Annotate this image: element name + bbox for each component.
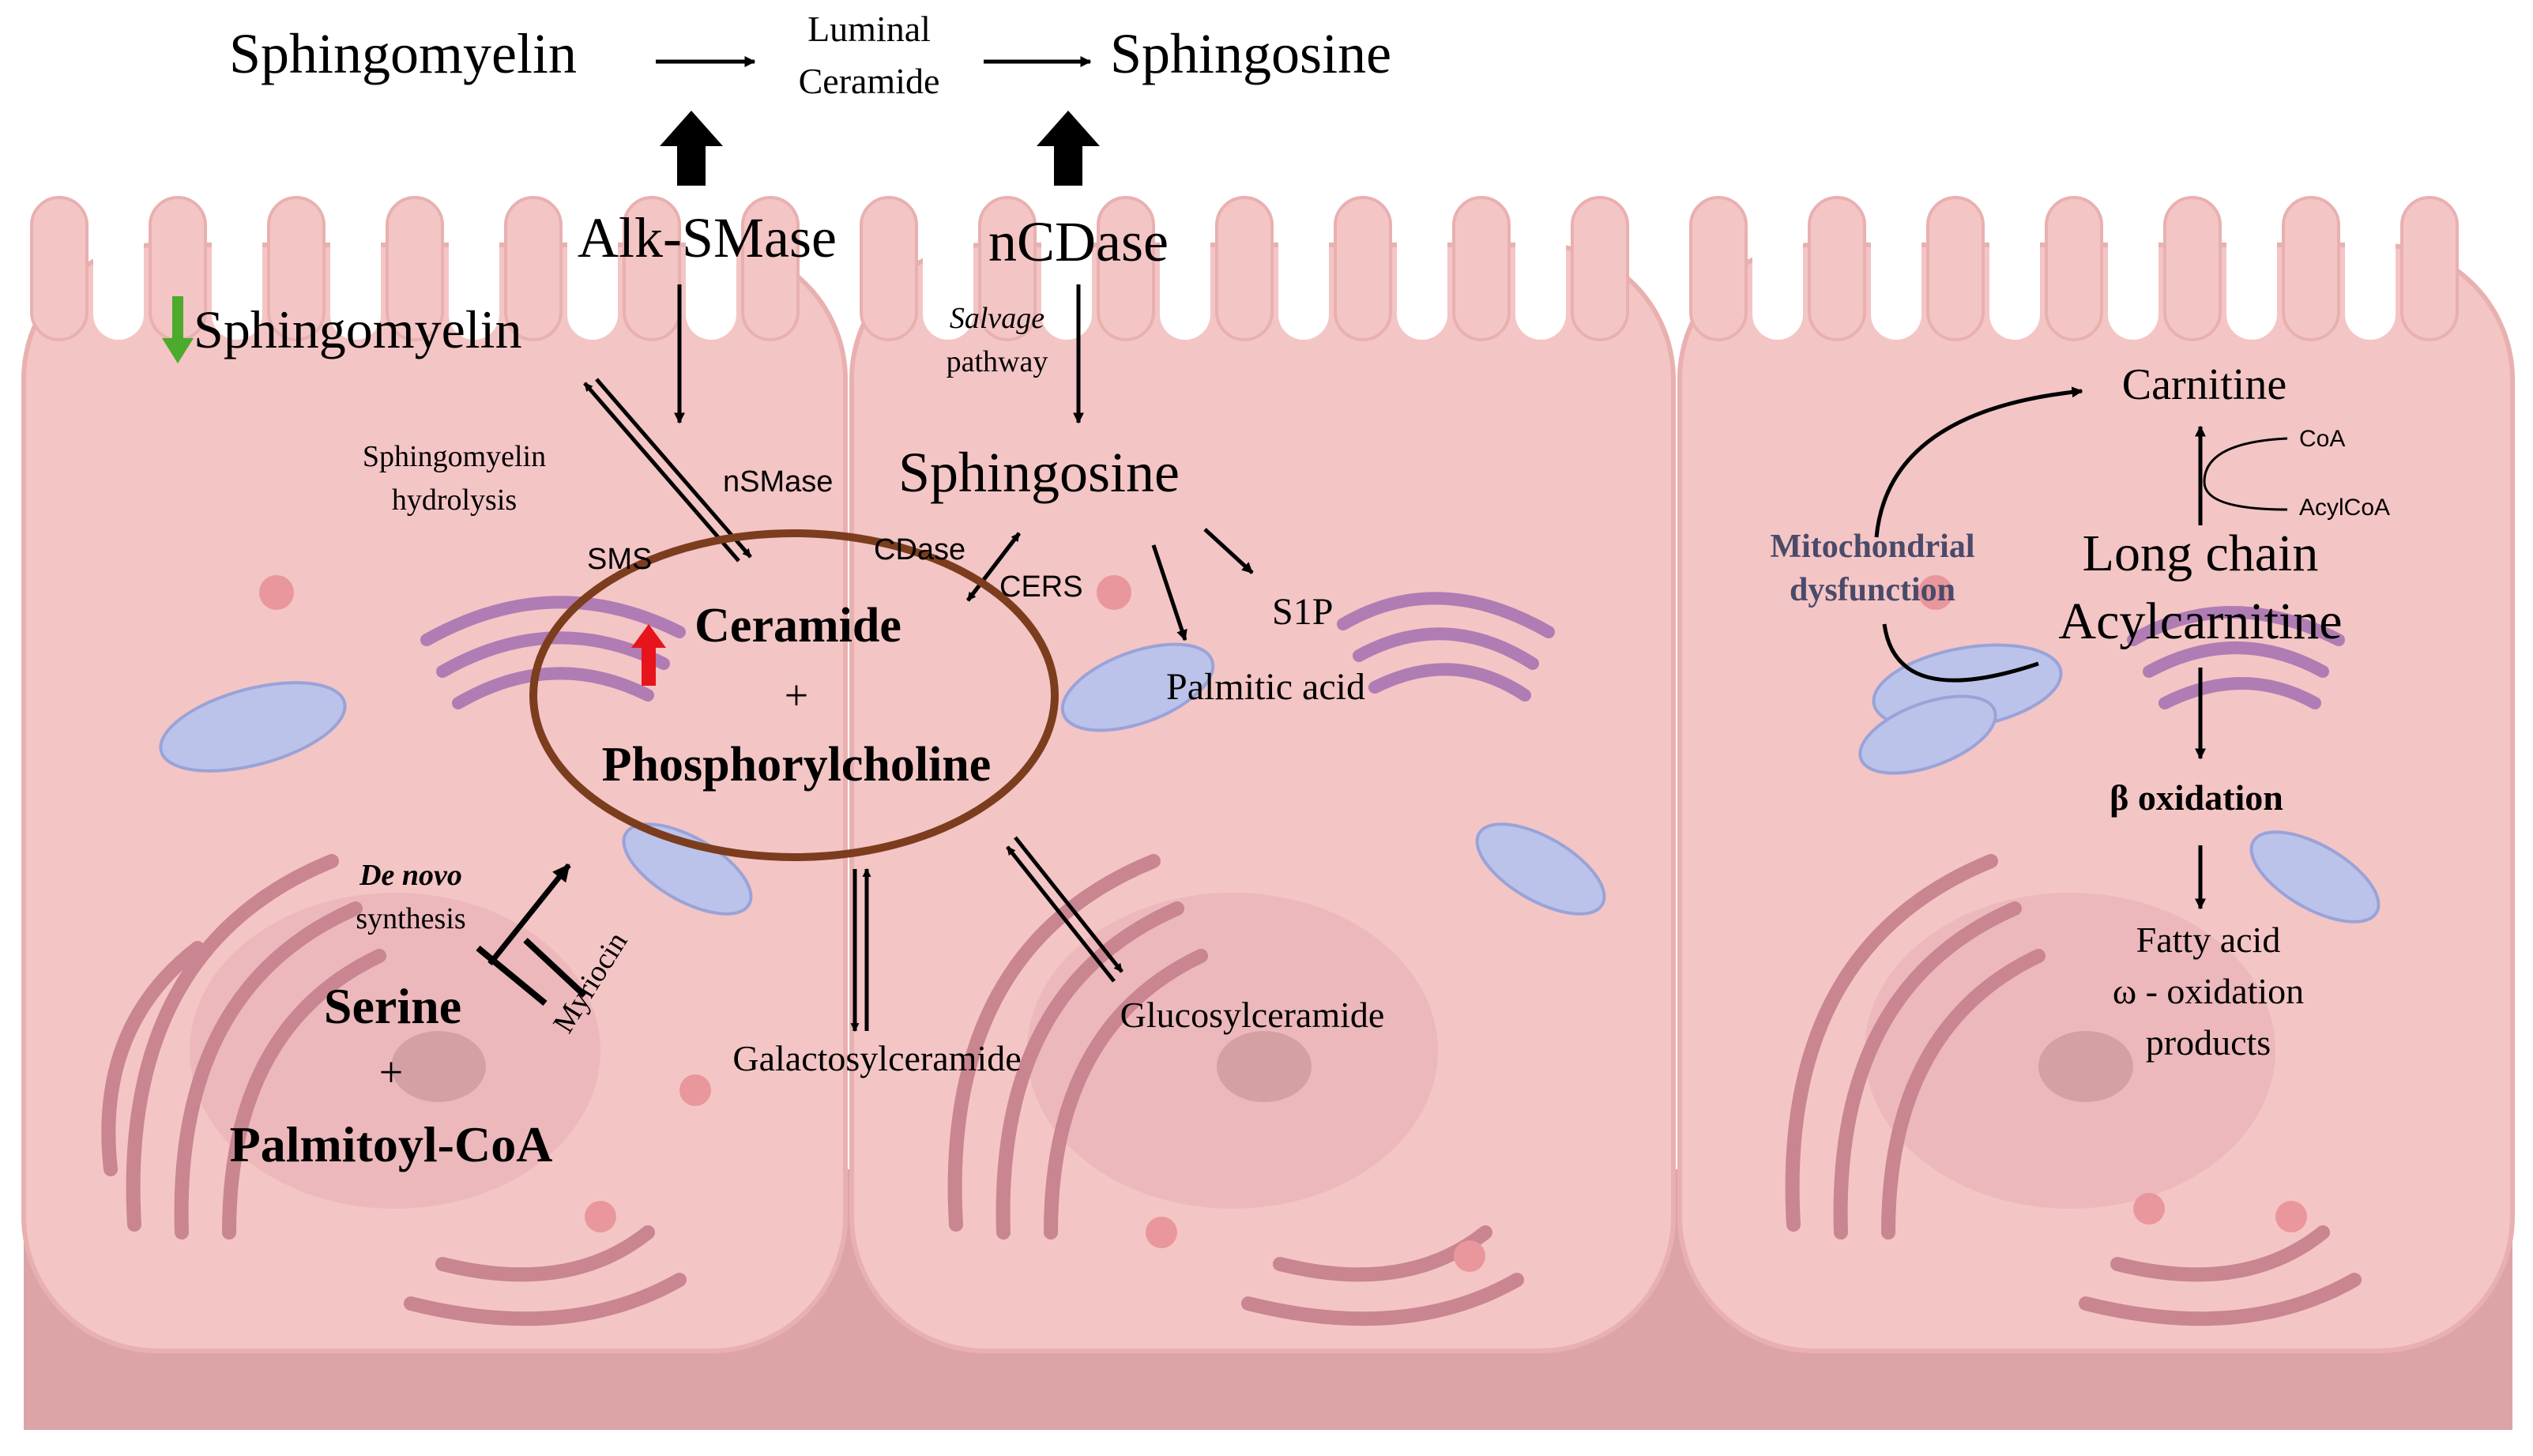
s1p-label: S1P [1272,591,1333,633]
top-sphingomyelin-label: Sphingomyelin [229,22,577,85]
salvage-pathway-label-line1: Salvage [950,302,1044,335]
fatty-acid-label-line2: ω - oxidation [2113,971,2304,1011]
ncdase-up-arrow [1037,111,1100,186]
de-novo-label-line2: synthesis [356,902,465,935]
block-arrows [660,111,1100,186]
organelles [101,575,2381,1326]
microvilli-gaps [93,190,2396,340]
sphingomyelin-hydrolysis-label-line1: Sphingomyelin [363,440,546,473]
glucosylceramide-label: Glucosylceramide [1120,995,1385,1035]
myriocin-inhibition-bar [476,938,587,1006]
golgi-middle [1337,592,1555,702]
mitochondrial-dysfunction-label-line1: Mitochondrial [1771,529,1975,565]
nsmase-label: nSMase [723,465,833,499]
ceramide-highlight-ellipse [529,529,1059,861]
luminal-ceramide-label-line2: Ceramide [799,61,940,101]
endoplasmic-reticulum-right [1785,854,2362,1326]
ncdase-label: nCDase [988,210,1169,273]
de-novo-label-line1: De novo [359,859,462,892]
alk-smase-label: Alk-SMase [578,206,837,269]
palmitoyl-coa-label: Palmitoyl-CoA [230,1116,553,1172]
coa-label: CoA [2299,426,2345,452]
nucleus-left [190,893,600,1209]
acylcoa-label: AcylCoA [2299,495,2390,521]
palmitic-acid-label: Palmitic acid [1166,666,1365,708]
decrease-arrow-icon [162,296,194,363]
cers-label: CERS [999,570,1083,604]
galactosylceramide-label: Galactosylceramide [732,1038,1021,1078]
beta-oxidation-label: β oxidation [2110,777,2283,818]
sphingomyelin-label: Sphingomyelin [194,299,522,359]
phosphorylcholine-label: Phosphorylcholine [602,738,992,792]
pathway-arrows [487,56,2206,1033]
serine-plus-label: + [379,1048,403,1096]
endoplasmic-reticulum-left [101,854,687,1326]
epithelium-background [21,243,2515,1430]
acylcarnitine-label: Acylcarnitine [2058,593,2342,650]
alk-smase-up-arrow [660,111,723,186]
serine-label: Serine [324,978,461,1034]
mitochondria [159,642,2381,924]
top-sphingosine-label: Sphingosine [1110,22,1391,85]
vesicles [259,575,2307,1272]
coa-exchange-curve [2203,437,2288,511]
carnitine-label: Carnitine [2122,360,2286,409]
sms-label: SMS [587,543,652,576]
endoplasmic-reticulum-middle [947,854,1524,1326]
increase-arrow-icon [631,624,666,686]
fatty-acid-label-line1: Fatty acid [2136,920,2281,960]
mitochondrial-dysfunction-label-line2: dysfunction [1790,572,1955,608]
luminal-ceramide-label-line1: Luminal [807,9,931,49]
microvilli [30,196,2459,341]
long-chain-label: Long chain [2083,525,2319,582]
sphingomyelin-hydrolysis-label-line2: hydrolysis [392,483,517,517]
sphingosine-label: Sphingosine [898,441,1180,504]
fatty-acid-label-line3: products [2146,1022,2271,1063]
ceramide-plus-label: + [785,672,808,719]
ceramide-label: Ceramide [694,599,901,653]
golgi-right [2127,606,2345,709]
salvage-pathway-label-line2: pathway [947,345,1048,378]
cdase-label: CDase [874,533,965,566]
